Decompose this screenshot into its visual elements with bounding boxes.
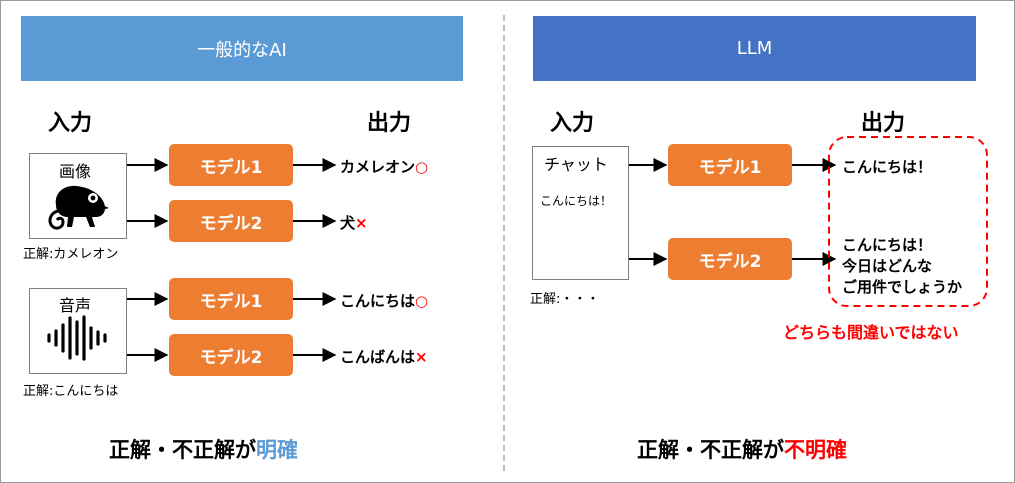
left-conclusion: 正解・不正解が明確 xyxy=(109,434,298,464)
image-model1-output: カメレオン○ xyxy=(340,156,428,177)
llm-model1-output: こんにちは！ xyxy=(842,158,933,176)
right-banner: LLM xyxy=(533,16,976,81)
chat-input-text: こんにちは！ xyxy=(540,194,613,208)
right-banner-title: LLM xyxy=(736,38,773,59)
left-conclusion-emphasis: 明確 xyxy=(256,438,298,462)
audio-model2-box: モデル2 xyxy=(169,334,293,376)
llm-model1-label: モデル1 xyxy=(698,157,762,178)
image-model2-label: モデル2 xyxy=(199,213,263,234)
image-model1-box: モデル1 xyxy=(169,144,293,186)
llm-model2-box: モデル2 xyxy=(668,238,792,280)
llm-model2-output-line3: ご用件でしょうか xyxy=(842,278,963,296)
image-model1-output-text: カメレオン xyxy=(340,158,416,176)
right-conclusion-emphasis: 不明確 xyxy=(784,438,847,462)
right-output-header: 出力 xyxy=(861,111,906,136)
chat-answer: 正解:・・・ xyxy=(530,292,600,307)
right-conclusion: 正解・不正解が不明確 xyxy=(637,434,847,464)
image-model2-output: 犬× xyxy=(340,212,368,233)
llm-model1-box: モデル1 xyxy=(668,144,792,186)
right-input-header: 入力 xyxy=(550,111,595,136)
wrong-mark: × xyxy=(415,348,428,366)
left-conclusion-prefix: 正解・不正解が xyxy=(109,438,256,462)
llm-output-dashed-box xyxy=(828,136,988,307)
audio-model1-output-text: こんにちは xyxy=(340,292,416,310)
right-conclusion-prefix: 正解・不正解が xyxy=(637,438,784,462)
image-model2-output-text: 犬 xyxy=(340,214,356,232)
audio-answer: 正解:こんにちは xyxy=(23,384,119,399)
llm-model2-output-line2: 今日はどんな xyxy=(842,257,933,275)
image-input-label: 画像 xyxy=(59,162,92,181)
audio-input-box: 音声 xyxy=(29,288,127,374)
correct-mark: ○ xyxy=(415,292,429,310)
audio-model2-output: こんばんは× xyxy=(340,346,428,367)
llm-note: どちらも間違いではない xyxy=(783,323,959,342)
chat-input-label: チャット xyxy=(544,155,608,174)
left-input-header: 入力 xyxy=(48,111,93,136)
correct-mark: ○ xyxy=(415,158,429,176)
left-output-header: 出力 xyxy=(367,111,412,136)
image-input-box: 画像 xyxy=(29,153,127,239)
left-banner: 一般的なAI xyxy=(21,16,463,81)
waveform-icon xyxy=(47,315,107,361)
llm-model2-label: モデル2 xyxy=(698,251,762,272)
audio-model1-output: こんにちは○ xyxy=(340,290,428,311)
chat-input-box: チャット こんにちは！ xyxy=(532,146,629,280)
wrong-mark: × xyxy=(355,214,368,232)
image-answer: 正解:カメレオン xyxy=(23,247,119,262)
image-model2-box: モデル2 xyxy=(169,200,293,242)
llm-model2-output-line1: こんにちは！ xyxy=(842,236,933,254)
audio-model2-output-text: こんばんは xyxy=(340,348,416,366)
audio-model1-box: モデル1 xyxy=(169,278,293,320)
center-divider xyxy=(503,15,505,471)
chameleon-icon xyxy=(48,185,109,230)
image-model1-label: モデル1 xyxy=(199,157,263,178)
audio-input-label: 音声 xyxy=(59,296,92,315)
audio-model2-label: モデル2 xyxy=(199,347,263,368)
audio-model1-label: モデル1 xyxy=(199,291,263,312)
left-banner-title: 一般的なAI xyxy=(197,39,287,61)
